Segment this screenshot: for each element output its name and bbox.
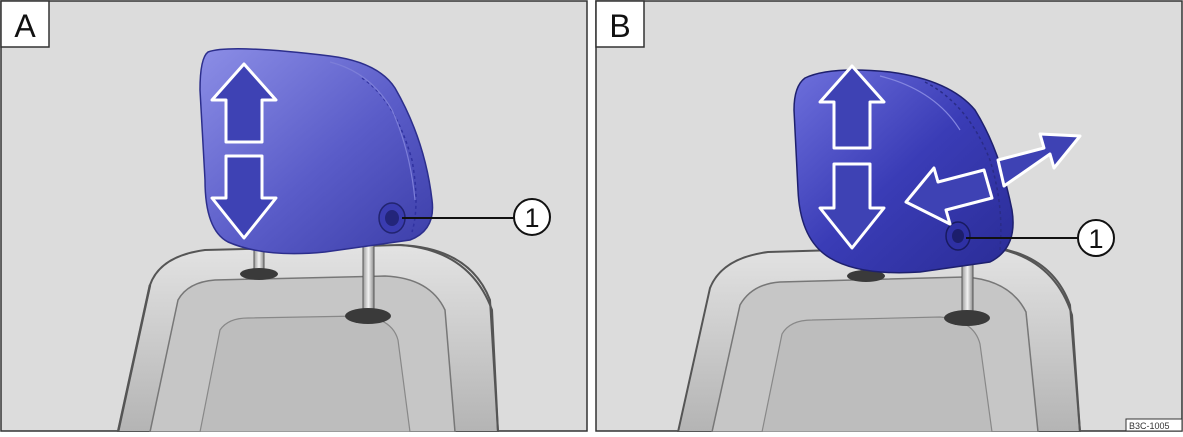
callout-1-b: 1 [966,219,1115,257]
arrow-up-icon [210,62,278,144]
forward-back-arrows-b [904,132,1082,226]
figure-code: B3C-1005 [1129,421,1170,431]
callout-number-b: 1 [1088,224,1103,254]
arrow-up-icon [818,64,886,150]
panel-letter-b: B [609,8,630,44]
up-down-arrows-b [818,64,886,250]
panel-label-a: A [0,0,50,48]
arrow-down-icon [210,154,278,240]
up-down-arrows-a [210,62,278,240]
panel-b: 1 B B3C-1005 [595,0,1183,433]
arrow-forward-icon [996,132,1082,188]
arrow-down-icon [818,162,886,250]
callout-number-a: 1 [524,203,539,233]
figure-code-box: B3C-1005 [1125,418,1183,432]
panel-label-b: B [595,0,645,48]
panel-a: 1 A [0,0,588,433]
arrow-back-icon [904,166,994,226]
callout-1-a: 1 [402,198,551,236]
panel-letter-a: A [14,8,36,44]
seat-backrest-a [116,243,500,433]
